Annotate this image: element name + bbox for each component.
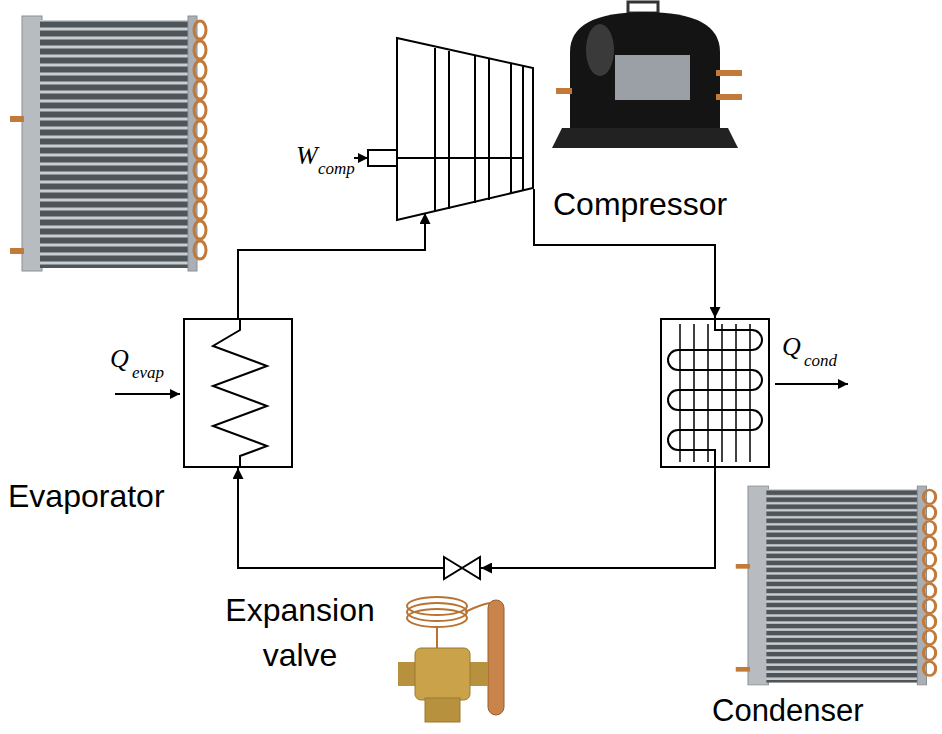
node-outline bbox=[183, 318, 293, 468]
symbol-letter: W bbox=[296, 143, 318, 169]
heat-out-arrow bbox=[775, 383, 848, 385]
condenser-box: Condenser bbox=[660, 318, 770, 468]
symbol-subscript: evap bbox=[132, 364, 164, 381]
component-label: Expansion valve bbox=[215, 588, 385, 678]
symbol-subscript: cond bbox=[804, 352, 837, 369]
node-outline bbox=[660, 318, 770, 468]
refrigerant-line bbox=[238, 213, 425, 318]
symbol-letter: Q bbox=[782, 334, 801, 360]
compressor-symbol: Compressor bbox=[397, 38, 535, 222]
shaft-symbol bbox=[354, 150, 398, 166]
component-label: Evaporator bbox=[8, 478, 165, 515]
evaporator-photo bbox=[10, 16, 206, 271]
evaporator-box: Evaporator bbox=[183, 318, 293, 468]
symbol-subscript: comp bbox=[318, 160, 355, 177]
node-outline bbox=[443, 556, 481, 580]
refrigerant-line bbox=[238, 468, 443, 568]
heat-in-arrow bbox=[115, 393, 180, 395]
refrigerant-line bbox=[481, 468, 715, 568]
compressor-photo bbox=[552, 2, 742, 148]
valve-photo bbox=[398, 597, 504, 722]
node-outline bbox=[397, 38, 535, 222]
valve-symbol: Expansion valve bbox=[443, 556, 481, 580]
condenser-photo bbox=[736, 486, 936, 685]
component-label: Condenser bbox=[712, 693, 864, 729]
component-label: Compressor bbox=[553, 186, 727, 223]
symbol-letter: Q bbox=[110, 346, 129, 372]
